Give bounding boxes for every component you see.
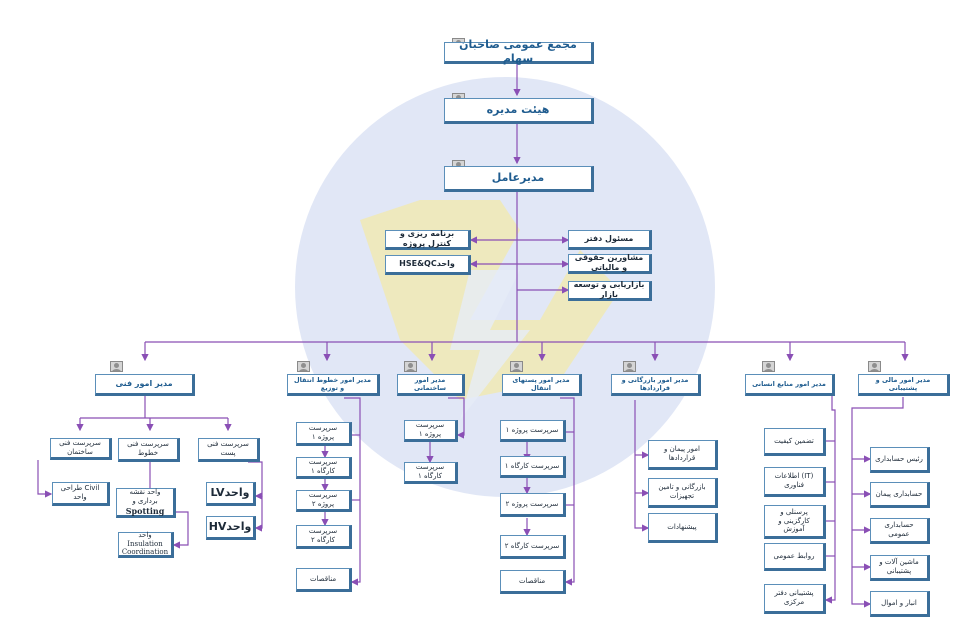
substation-item-box[interactable]: سرپرست پروژه ۲ [500,493,566,517]
finance-item-box[interactable]: حسابداری عمومی [870,518,930,544]
construction-item-box[interactable]: سرپرست پروژه ۱ [404,420,458,442]
avatar-icon [762,361,775,372]
construction-item-box[interactable]: سرپرست کارگاه ۱ [404,462,458,484]
civil-unit-box[interactable]: Civil طراحی واحد [52,482,110,506]
building-supervisor-box[interactable]: سرپرست فنی ساختمان [50,438,112,460]
avatar-icon [404,361,417,372]
spotting-unit-box[interactable]: واحد نقشه برداری و Spotting [116,488,176,518]
commercial-item-box[interactable]: پیشنهادات [648,513,718,543]
hr-item-box[interactable]: (IT) اطلاعات فناوری [764,467,826,497]
hr-item-box[interactable]: پرسنلی و کارگزینی و آموزش [764,505,826,539]
legal-box[interactable]: مشاورین حقوقی و مالیاتی [568,253,652,274]
shareholders-box[interactable]: مجمع عمومی صاحبان سهام [444,38,594,65]
office-box[interactable]: مسئول دفتر [568,230,652,250]
avatar-icon [297,361,310,372]
substation-item-box[interactable]: سرپرست کارگاه ۲ [500,535,566,559]
marketing-box[interactable]: بازاریابی و توسعه بازار [568,280,652,301]
substation-item-box[interactable]: سرپرست کارگاه ۱ [500,456,566,478]
finance-item-box[interactable]: حسابداری پیمان [870,482,930,508]
transmission-item-box[interactable]: سرپرست پروژه ۱ [296,422,352,446]
transmission-head-box[interactable]: مدیر امور خطوط انتقال و توزیع [287,374,380,396]
spotting-word-label: Spotting [125,505,165,516]
hr-item-box[interactable]: پشتیبانی دفتر مرکزی [764,584,826,614]
avatar-icon [868,361,881,372]
planning-box[interactable]: برنامه ریزی و کنترل پروژه [385,229,471,250]
board-box[interactable]: هیئت مدیره [444,98,594,124]
technical-head-box[interactable]: مدیر امور فنی [95,374,195,396]
ceo-box[interactable]: مدیرعامل [444,166,594,192]
construction-head-box[interactable]: مدیر امور ساختمانی [397,374,465,396]
finance-item-box[interactable]: رئیس حسابداری [870,447,930,473]
avatar-icon [623,361,636,372]
spotting-prefix-label: واحد نقشه برداری و [129,488,161,505]
hr-item-box[interactable]: روابط عمومی [764,543,826,571]
hv-unit-box[interactable]: واحدHV [206,516,256,540]
transmission-item-box[interactable]: سرپرست کارگاه ۱ [296,457,352,479]
lv-unit-box[interactable]: واحدLV [206,482,256,506]
substation-item-box[interactable]: سرپرست پروژه ۱ [500,420,566,442]
commercial-item-box[interactable]: بازرگانی و تامین تجهیزات [648,478,718,508]
hr-item-box[interactable]: تضمین کیفیت [764,428,826,456]
substation-head-box[interactable]: مدیر امور پستهای انتقال [502,374,582,396]
avatar-icon [110,361,123,372]
transmission-item-box[interactable]: سرپرست پروژه ۲ [296,490,352,512]
hr-head-box[interactable]: مدیر امور منابع انسانی [745,374,835,396]
finance-item-box[interactable]: انبار و اموال [870,591,930,617]
post-supervisor-box[interactable]: سرپرست فنی پست [198,438,260,462]
commercial-item-box[interactable]: امور پیمان و قراردادها [648,440,718,470]
lines-supervisor-box[interactable]: سرپرست فنی خطوط [118,438,180,462]
finance-head-box[interactable]: مدیر امور مالی و پشتیبانی [858,374,950,396]
finance-item-box[interactable]: ماشین آلات و پشتیبانی [870,555,930,581]
commercial-head-box[interactable]: مدیر امور بازرگانی و قراردادها [611,374,701,396]
insulation-unit-box[interactable]: واحد Insulation Coordination [118,531,174,558]
substation-item-box[interactable]: مناقصات [500,570,566,594]
hseqc-box[interactable]: واحدHSE&QC [385,255,471,275]
transmission-item-box[interactable]: سرپرست کارگاه ۲ [296,525,352,549]
transmission-item-box[interactable]: مناقصات [296,568,352,592]
avatar-icon [510,361,523,372]
